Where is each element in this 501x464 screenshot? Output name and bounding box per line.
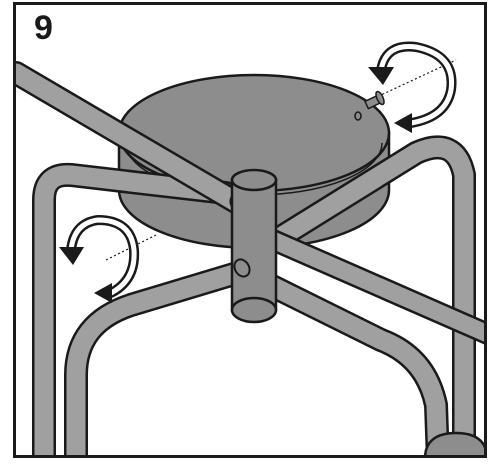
lower-left-arm bbox=[64, 256, 266, 455]
central-hub bbox=[230, 168, 278, 324]
lamp-shade bbox=[423, 431, 484, 455]
clockwise-rotation-arrow-icon bbox=[368, 41, 457, 133]
clockwise-rotation-arrow-icon bbox=[59, 214, 157, 303]
right-curved-arm bbox=[264, 135, 476, 455]
assembly-illustration bbox=[16, 41, 484, 455]
left-curved-arm bbox=[32, 162, 238, 455]
step-number: 9 bbox=[34, 9, 53, 47]
lower-right-arm bbox=[254, 271, 450, 455]
screw bbox=[354, 59, 457, 121]
instruction-panel: 9 bbox=[13, 2, 487, 458]
